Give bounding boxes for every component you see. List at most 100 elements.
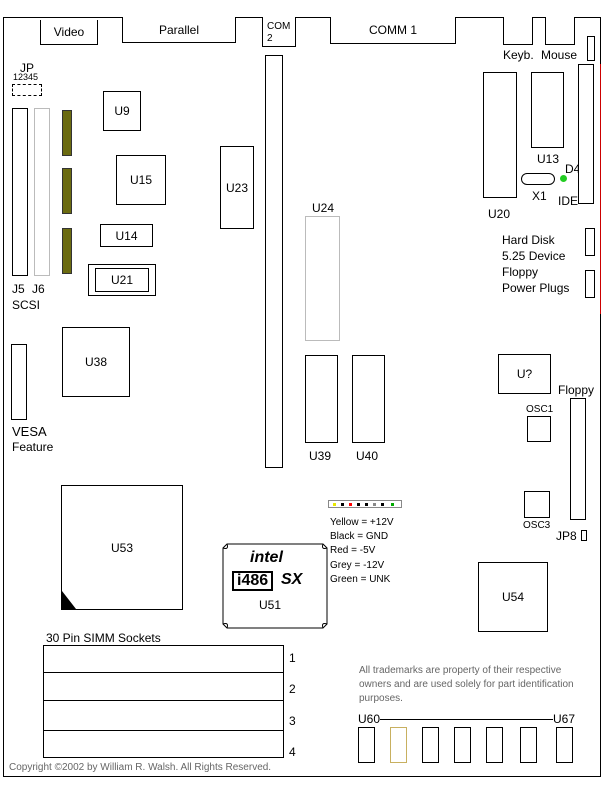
chip-u39	[305, 355, 338, 443]
cache-socket-4	[454, 727, 471, 763]
chip-u15: U15	[116, 155, 166, 205]
chip-u9-label: U9	[114, 104, 130, 118]
legend-grey: Grey = -12V	[330, 559, 385, 571]
jumper-label: JP	[20, 61, 35, 75]
chip-u54-label: U54	[501, 590, 524, 604]
com2-port: COM 2	[262, 17, 296, 47]
chip-u13	[531, 72, 564, 148]
expansion-slot	[265, 55, 283, 468]
socket-u67-label: U67	[553, 712, 576, 726]
chip-u23: U23	[220, 146, 254, 229]
comm1-port-label: COMM 1	[369, 23, 417, 37]
video-port: Video	[40, 20, 98, 45]
board-outline	[3, 17, 601, 777]
capacitor-2	[62, 168, 72, 214]
chip-u23-label: U23	[225, 180, 248, 195]
power-pin-grey	[373, 503, 376, 506]
chip-u20	[483, 72, 517, 198]
chip-u21: U21	[95, 268, 149, 292]
power-pin-black2	[357, 503, 360, 506]
simm-number-3: 3	[289, 714, 296, 728]
chip-u51-label: U51	[259, 598, 282, 612]
jumper-block	[12, 84, 42, 96]
power-connector	[328, 500, 402, 508]
chip-u53: U53	[61, 485, 183, 610]
cache-socket-3	[422, 727, 439, 763]
comm1-port: COMM 1	[330, 17, 456, 44]
jp8-label: JP8	[556, 529, 577, 543]
power-plugs: Power Plugs	[502, 281, 570, 295]
legend-red: Red = -5V	[330, 545, 376, 557]
chip-u38-label: U38	[84, 355, 107, 369]
j5-connector	[12, 108, 28, 276]
scsi-label: SCSI	[12, 298, 41, 312]
crystal-x1-label: X1	[532, 189, 547, 203]
chip-u54: U54	[478, 562, 548, 632]
jp8-jumper	[581, 530, 587, 541]
j6-connector	[34, 108, 50, 276]
chip-u14-label: U14	[115, 228, 138, 243]
legend-black: Black = GND	[330, 531, 389, 543]
pin1-marker	[62, 591, 76, 609]
simm-number-4: 4	[289, 745, 296, 759]
chip-u-unknown-label: U?	[516, 367, 533, 381]
power-pin-red	[349, 503, 352, 506]
chip-u38: U38	[62, 327, 130, 397]
power-hard-disk: Hard Disk	[502, 233, 555, 247]
chip-u15-label: U15	[129, 173, 152, 187]
power-pin-black3	[365, 503, 368, 506]
chip-u24-label: U24	[312, 201, 335, 215]
chip-u40	[352, 355, 385, 443]
simm-title: 30 Pin SIMM Sockets	[46, 631, 161, 645]
chip-u20-label: U20	[488, 207, 511, 221]
chip-u40-label: U40	[356, 449, 379, 463]
socket-range-line	[380, 719, 553, 720]
ide-label: IDE	[558, 194, 579, 208]
chip-u21-label: U21	[110, 273, 133, 287]
chip-u-unknown: U?	[498, 354, 551, 394]
cache-socket-6	[520, 727, 537, 763]
copyright: Copyright ©2002 by William R. Walsh. All…	[9, 762, 272, 773]
osc3-label: OSC3	[523, 520, 551, 531]
crystal-x1	[521, 173, 555, 185]
cpu-model: i486	[232, 571, 274, 591]
capacitor-1	[62, 110, 72, 156]
floppy-connector-label: Floppy	[558, 383, 595, 397]
j5-label: J5	[12, 282, 25, 296]
vesa-connector	[11, 344, 27, 420]
chip-u53-label: U53	[110, 540, 133, 555]
simm-socket-4	[43, 730, 284, 758]
chip-u21-outer: U21	[88, 264, 156, 296]
ide-connector	[578, 64, 594, 204]
led-d4	[560, 175, 567, 182]
cache-socket-5	[486, 727, 503, 763]
legend-yellow: Yellow = +12V	[330, 517, 394, 528]
socket-u60-label: U60	[358, 712, 381, 726]
capacitor-3	[62, 228, 72, 274]
cpu-brand: intel	[250, 549, 283, 566]
power-pin-black	[341, 503, 344, 506]
floppy-connector	[570, 398, 586, 520]
keyboard-port	[503, 17, 533, 45]
simm-socket-3	[43, 700, 284, 731]
board-edge-red	[600, 64, 601, 314]
cpu-suffix: SX	[281, 571, 303, 588]
power-pin-yellow	[333, 503, 336, 506]
parallel-port-label: Parallel	[158, 22, 200, 37]
chip-u14: U14	[100, 224, 153, 247]
osc1	[527, 416, 551, 442]
board-top-edge	[3, 17, 601, 18]
cache-socket-1	[358, 727, 375, 763]
feature-label: Feature	[12, 440, 54, 454]
cache-socket-2	[390, 727, 407, 763]
chip-u24	[305, 216, 340, 341]
mouse-port	[545, 17, 575, 45]
vesa-label: VESA	[12, 424, 47, 439]
cache-socket-7	[556, 727, 573, 763]
power-plug-1	[585, 228, 595, 256]
power-legend: Yellow = +12V Black = GND Red = -5V Grey…	[330, 516, 394, 587]
keyboard-label: Keyb.	[503, 48, 534, 62]
mouse-label: Mouse	[541, 48, 578, 62]
simm-socket-2	[43, 672, 284, 701]
video-port-label: Video	[53, 25, 85, 39]
